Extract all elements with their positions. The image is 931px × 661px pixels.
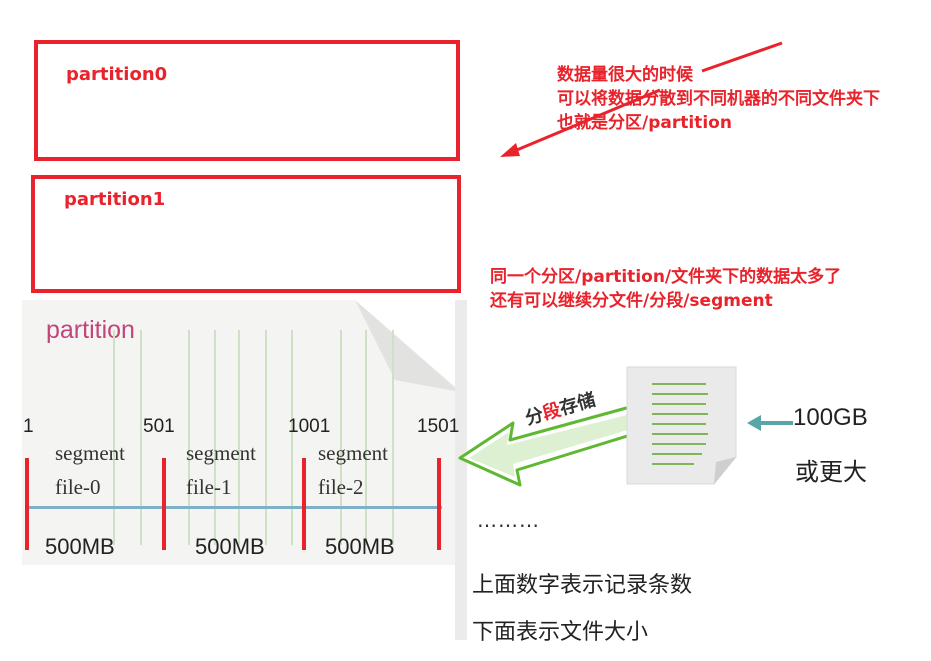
ellipsis: ……… [477, 508, 540, 532]
segment-boundary [437, 458, 441, 550]
offset-label: 1001 [288, 416, 331, 437]
segment-note-line: 还有可以继续分文件/分段/segment [490, 291, 773, 311]
caption-records: 上面数字表示记录条数 [472, 573, 693, 598]
grid-line [291, 330, 293, 545]
segment-boundary [302, 458, 306, 550]
document-icon [626, 366, 737, 485]
offset-label: 1501 [417, 416, 460, 437]
timeline-axis [26, 506, 442, 509]
grid-line [392, 330, 394, 545]
partition-note-line: 可以将数据分散到不同机器的不同文件夹下 [557, 89, 880, 109]
segment-boundary [25, 458, 29, 550]
partition0-box [34, 40, 460, 161]
grid-line [113, 330, 115, 545]
offset-label: 501 [143, 416, 175, 437]
segment-file-label: segment file-2 [318, 441, 388, 499]
partition1-box [31, 175, 461, 293]
input-arrow-icon [747, 415, 793, 431]
segment-note: 同一个分区/partition/文件夹下的数据太多了 还有可以继续分文件/分段/… [490, 265, 841, 313]
partition-note-line: 也就是分区/partition [557, 113, 732, 133]
segment-file-label: segment file-0 [55, 441, 125, 499]
grid-line [214, 330, 216, 545]
source-size: 100GB [793, 404, 868, 431]
offset-label: 1 [23, 416, 34, 437]
grid-line [265, 330, 267, 545]
grid-line [188, 330, 190, 545]
partition1-label: partition1 [64, 189, 166, 210]
segment-note-line: 同一个分区/partition/文件夹下的数据太多了 [490, 267, 842, 287]
source-more: 或更大 [795, 458, 867, 486]
segment-size: 500MB [325, 534, 395, 559]
grid-line [340, 330, 342, 545]
figure-divider [455, 300, 467, 640]
grid-line [238, 330, 240, 545]
partition-note-line: 数据量很大的时候 [557, 65, 693, 85]
segment-size: 500MB [45, 534, 115, 559]
partition-figure-title: partition [46, 316, 135, 344]
segment-size: 500MB [195, 534, 265, 559]
partition0-label: partition0 [66, 64, 168, 85]
grid-line [140, 330, 142, 545]
page-curl-icon [355, 300, 465, 395]
partition-note: 数据量很大的时候 可以将数据分散到不同机器的不同文件夹下 也就是分区/parti… [557, 63, 880, 135]
segment-boundary [162, 458, 166, 550]
caption-file-size: 下面表示文件大小 [472, 620, 649, 645]
grid-line [365, 330, 367, 545]
segment-file-label: segment file-1 [186, 441, 256, 499]
